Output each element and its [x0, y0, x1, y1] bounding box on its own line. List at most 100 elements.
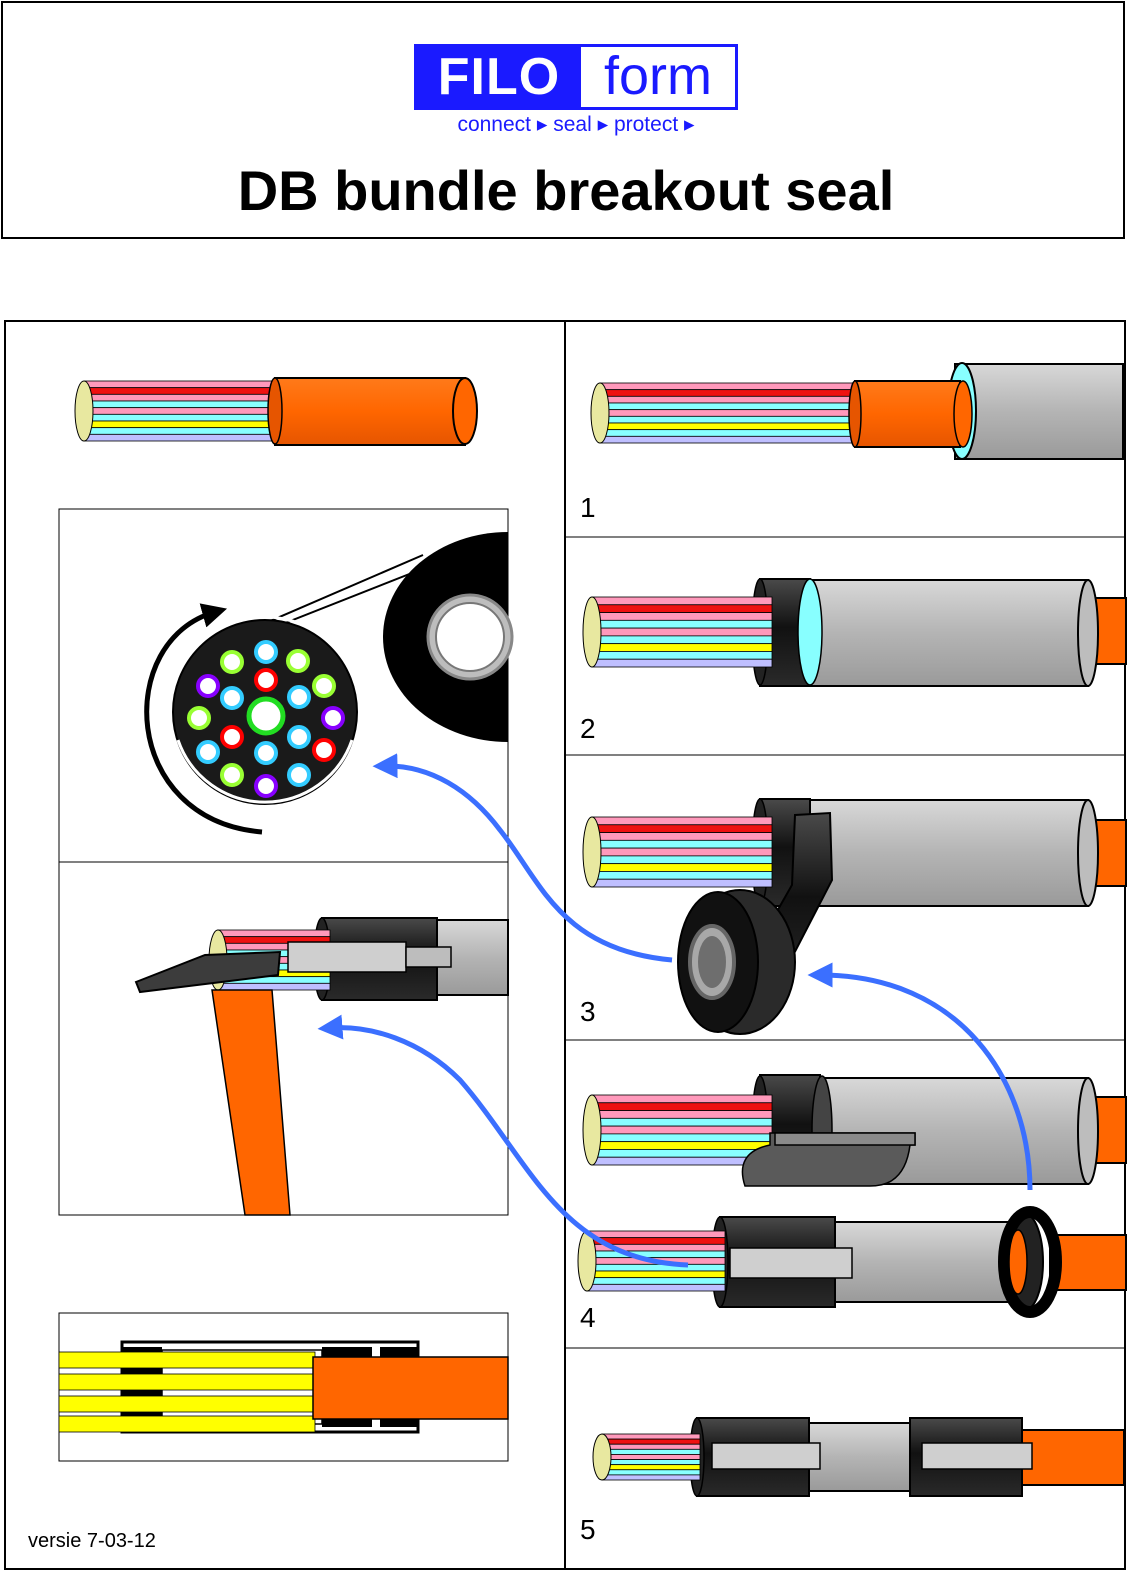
fiber	[591, 863, 773, 872]
fiber	[586, 1270, 726, 1279]
fiber	[601, 1474, 701, 1481]
fiber	[599, 395, 861, 404]
fiber	[58, 1415, 316, 1433]
fiber	[591, 651, 773, 660]
header-box	[1, 1, 1125, 239]
fiber	[591, 816, 773, 826]
fiber	[83, 387, 281, 395]
fiber	[83, 427, 281, 435]
fiber	[591, 596, 773, 606]
page-title: DB bundle breakout seal	[237, 159, 895, 222]
flow-arrows	[317, 753, 1033, 1268]
fiber	[58, 1373, 316, 1391]
fiber	[591, 612, 773, 621]
fiber	[83, 400, 281, 409]
fiber-ring	[254, 668, 278, 692]
fiber	[591, 871, 773, 880]
fiber	[601, 1443, 701, 1450]
fiber	[591, 1141, 773, 1150]
fiber	[591, 604, 773, 613]
bundle-end	[590, 382, 610, 444]
fiber	[586, 1230, 726, 1239]
fiber	[217, 929, 331, 938]
fiber	[591, 658, 773, 668]
fiber-ring	[196, 740, 220, 764]
fiber-ring	[187, 706, 211, 730]
fiber-ring	[286, 649, 310, 673]
fiber	[601, 1464, 701, 1471]
fiber	[591, 635, 773, 645]
seal-cross-section	[58, 1312, 509, 1462]
fiber	[591, 847, 773, 857]
fiber	[599, 435, 861, 444]
step-4-label: 4	[580, 1302, 596, 1333]
fiber	[83, 407, 281, 415]
fiber	[591, 627, 773, 637]
cut-detail	[58, 861, 509, 1216]
fiber	[591, 1094, 773, 1104]
version-label: versie 7-03-12	[28, 1530, 156, 1552]
bundle-end	[582, 816, 602, 888]
fiber	[586, 1263, 726, 1272]
step-2-illustration	[582, 578, 1127, 687]
logo-filo-text: FILO	[417, 47, 581, 107]
fiber-ring	[287, 685, 311, 709]
center-ring	[246, 696, 286, 736]
fiber	[586, 1250, 726, 1259]
fiber	[591, 1125, 773, 1135]
fiber	[601, 1438, 701, 1445]
fiber-ring	[220, 763, 244, 787]
fiber	[586, 1277, 726, 1285]
fiber	[601, 1448, 701, 1455]
fiber	[599, 429, 861, 437]
bundle-end	[74, 380, 94, 442]
fiber	[83, 393, 281, 402]
fiber	[601, 1469, 701, 1476]
fiber	[601, 1459, 701, 1466]
fiber	[599, 422, 861, 431]
step-3-illustration	[582, 798, 1127, 1035]
fiber	[599, 402, 861, 411]
fiber	[599, 382, 861, 391]
fiber	[58, 1351, 316, 1369]
fiber	[599, 389, 861, 397]
fiber	[591, 1117, 773, 1127]
logo-tagline: connect ▸ seal ▸ protect ▸	[457, 113, 695, 136]
fiber-ring	[254, 640, 278, 664]
step-1-label: 1	[580, 492, 596, 523]
fiber-ring	[321, 706, 345, 730]
fiber	[83, 420, 281, 429]
fiber-ring	[220, 650, 244, 674]
fiber	[83, 413, 281, 422]
fiber	[591, 878, 773, 888]
tape-wrap-detail	[58, 508, 514, 863]
bundle-end	[582, 596, 602, 668]
fiber	[591, 1133, 773, 1143]
fiber	[591, 643, 773, 652]
fiber	[58, 1395, 316, 1413]
step-5-label: 5	[580, 1514, 596, 1545]
fiber	[591, 832, 773, 841]
fiber-ring	[287, 725, 311, 749]
fiber-ring	[254, 774, 278, 798]
step-3-label: 3	[580, 996, 596, 1027]
fiber	[601, 1454, 701, 1460]
bundle-end	[592, 1433, 612, 1481]
step-5-illustration	[592, 1417, 1125, 1497]
fiber	[83, 380, 281, 389]
step-2-label: 2	[580, 713, 596, 744]
logo-form-text: form	[604, 46, 712, 106]
fiber	[591, 824, 773, 833]
filoform-logo: FILO form	[414, 44, 738, 110]
fiber	[591, 1110, 773, 1119]
fiber	[599, 415, 861, 424]
fiber-ring	[287, 763, 311, 787]
step-1-illustration	[590, 362, 1124, 460]
bundle-cable-illustration	[74, 377, 478, 446]
fiber	[599, 409, 861, 417]
fiber-ring	[254, 741, 278, 765]
fiber	[591, 855, 773, 865]
fiber-ring	[220, 725, 244, 749]
fiber	[591, 839, 773, 849]
